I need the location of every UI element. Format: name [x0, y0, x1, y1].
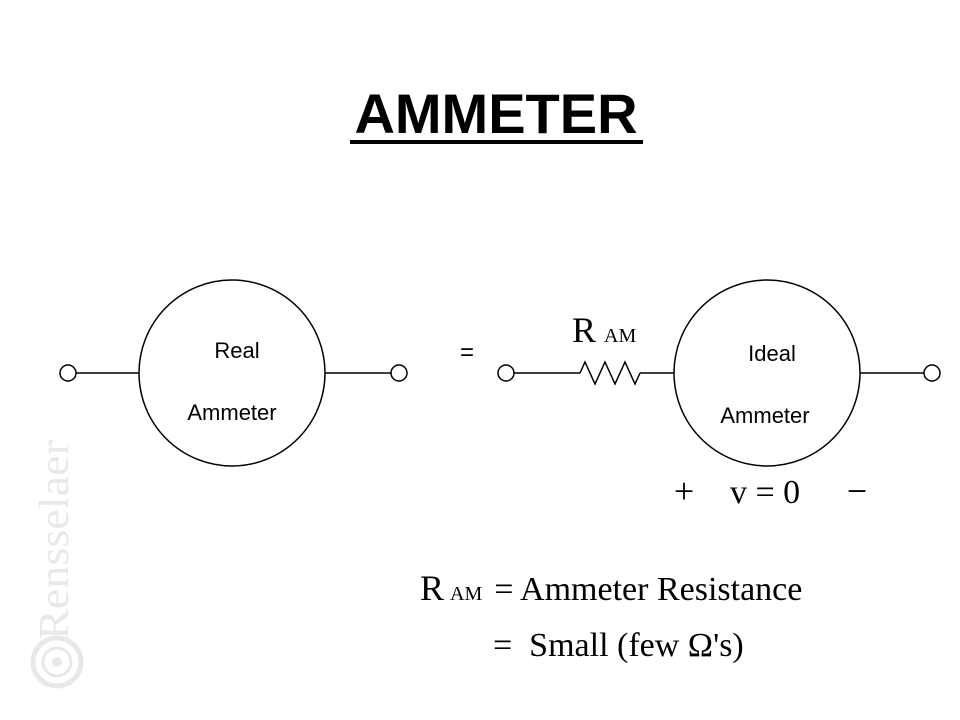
- right-terminal-ideal: [923, 364, 941, 382]
- ideal-ammeter-label-line2: Ammeter: [720, 403, 809, 428]
- equivalent-circuit: R AM Ideal Ammeter: [497, 279, 941, 467]
- resistor-label-symbol: R: [572, 310, 596, 350]
- real-ammeter: Real Ammeter: [59, 279, 408, 467]
- ideal-ammeter-label-line1: Ideal: [748, 341, 796, 366]
- resistance-definition: R AM = Ammeter Resistance = Small (few Ω…: [420, 568, 802, 664]
- resistor-symbol: [579, 360, 641, 386]
- voltage-label: v = 0: [730, 474, 800, 511]
- resistor-label: R AM: [572, 310, 636, 350]
- voltage-minus: −: [847, 471, 867, 511]
- real-ammeter-circle: [138, 279, 326, 467]
- definition-symbol: R: [420, 568, 444, 608]
- definition-line1: R AM = Ammeter Resistance: [420, 568, 802, 608]
- page-title: AMMETER: [354, 82, 637, 145]
- resistor-label-subscript: AM: [604, 325, 636, 347]
- voltage-annotation: + v = 0 −: [674, 471, 867, 511]
- real-ammeter-label-line2: Ammeter: [187, 400, 276, 425]
- right-terminal-real: [390, 364, 408, 382]
- definition-line1-rest: = Ammeter Resistance: [494, 571, 802, 608]
- left-terminal-real: [59, 364, 77, 382]
- left-terminal-ideal: [497, 364, 515, 382]
- definition-line2: = Small (few Ω's): [493, 627, 744, 664]
- watermark: Rensselaer: [30, 440, 84, 689]
- equals-sign: =: [460, 339, 474, 366]
- real-ammeter-label-line1: Real: [214, 338, 259, 363]
- voltage-plus: +: [674, 471, 694, 511]
- watermark-text: Rensselaer: [32, 440, 78, 640]
- seal-icon: [30, 635, 84, 689]
- ideal-ammeter-circle: [673, 279, 861, 467]
- definition-subscript: AM: [450, 583, 482, 605]
